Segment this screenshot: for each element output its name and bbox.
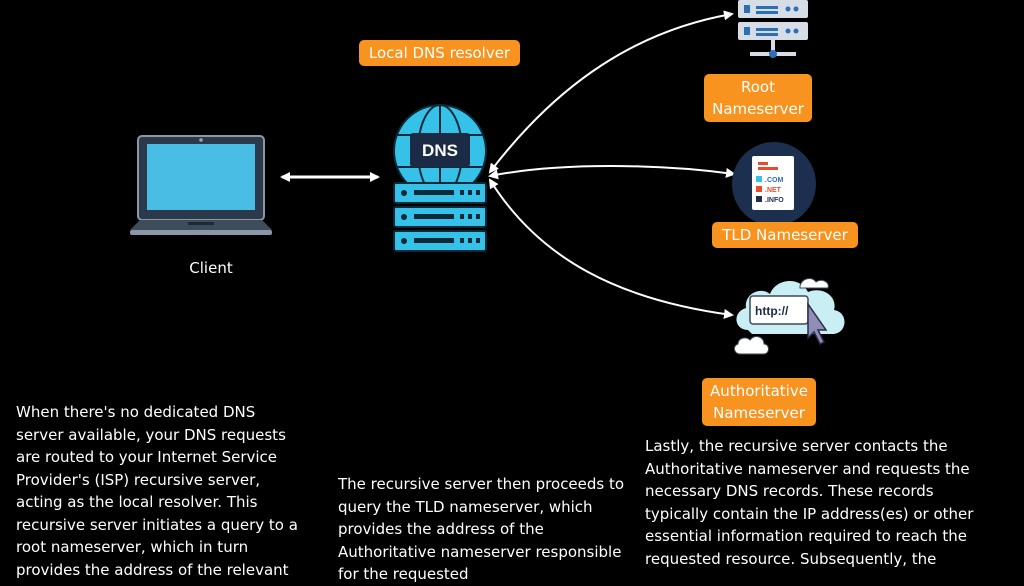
net-text: .NET <box>765 187 782 194</box>
caption-middle: The recursive server then proceeds to qu… <box>338 475 625 583</box>
resolver-tld-arrow <box>488 165 736 180</box>
client-label: Client <box>189 259 233 277</box>
com-text: .COM <box>765 177 783 184</box>
domain-document-icon: .COM .NET .INFO <box>732 142 816 226</box>
root-nameserver-label: Root Nameserver <box>704 74 812 122</box>
root-label-line2: Nameserver <box>712 100 804 118</box>
laptop-icon <box>130 135 272 235</box>
authoritative-nameserver-label: Authoritative Nameserver <box>702 378 816 426</box>
root-label-line1: Root <box>741 78 775 96</box>
dns-icon-text: DNS <box>422 141 458 160</box>
caption-left: When there's no dedicated DNS server ava… <box>16 403 298 579</box>
resolver-label: Local DNS resolver <box>359 40 520 66</box>
cloud-browser-icon: http:// <box>733 278 845 355</box>
http-text: http:// <box>755 304 789 318</box>
resolver-root-arrow <box>488 10 734 174</box>
caption-right: Lastly, the recursive server contacts th… <box>645 437 974 568</box>
resolver-auth-arrow <box>488 178 734 319</box>
auth-label-line2: Nameserver <box>713 404 805 422</box>
dns-server-icon: DNS <box>393 104 487 252</box>
auth-label-line1: Authoritative <box>710 382 808 400</box>
info-text: .INFO <box>765 197 784 204</box>
server-rack-icon <box>738 0 808 58</box>
tld-nameserver-label: TLD Nameserver <box>712 222 858 248</box>
